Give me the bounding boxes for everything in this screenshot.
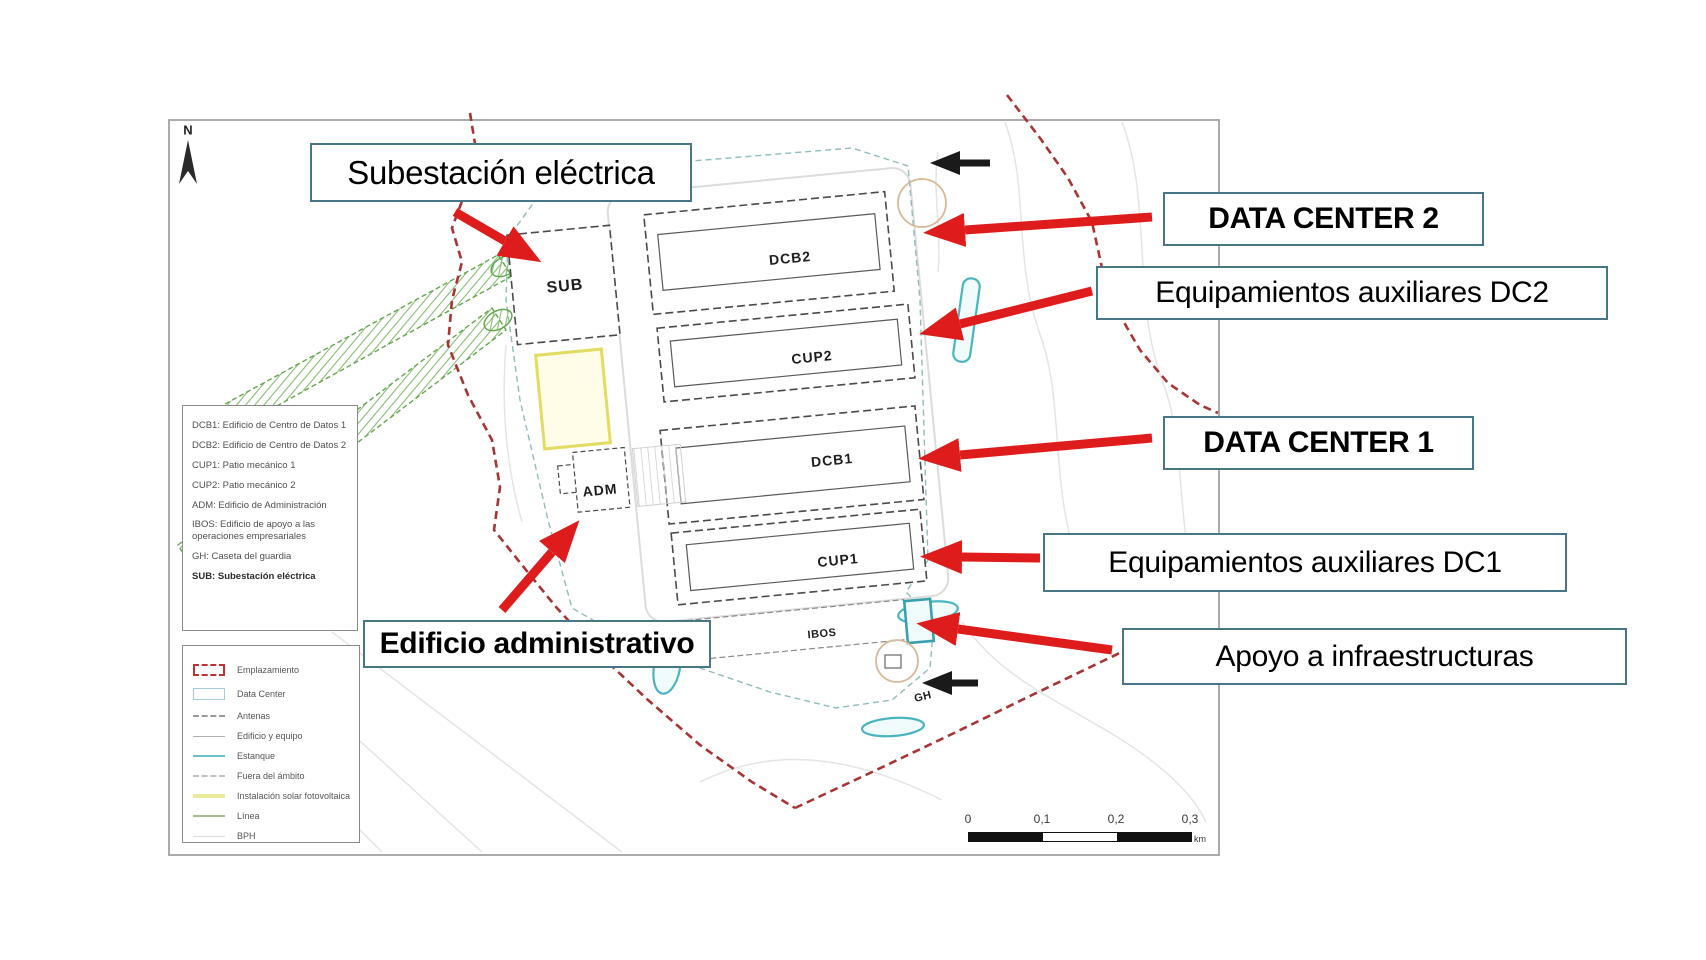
fuera-del-ambito-swatch-icon — [193, 775, 225, 777]
legend-label: Emplazamiento — [237, 665, 300, 675]
callout-arrows — [452, 208, 1153, 655]
buildings — [506, 190, 928, 669]
callout-substation: Subestación eléctrica — [310, 143, 692, 202]
scale-bar-segments — [968, 832, 1192, 842]
antenas-swatch-icon — [193, 715, 225, 717]
legend-row: Estanque — [193, 746, 353, 766]
legend-label: Edificio y equipo — [237, 731, 303, 741]
linea-swatch-icon — [193, 815, 225, 817]
solar-swatch-icon — [193, 794, 225, 798]
label-adm: ADM — [581, 480, 619, 500]
scale-segment — [1043, 833, 1117, 841]
arrow-substation — [452, 208, 542, 263]
legend-row: Fuera del ámbito — [193, 766, 353, 786]
abbrev-ibos: IBOS: Edificio de apoyo a las operacione… — [192, 519, 316, 542]
abbrev-cup2: CUP2: Patio mecánico 2 — [192, 479, 296, 491]
arrow-dc1 — [918, 433, 1153, 472]
solar-installation — [534, 347, 612, 451]
legend-row: Data Center — [193, 682, 353, 706]
callout-data-center-1: DATA CENTER 1 — [1163, 416, 1474, 470]
legend-label: Estanque — [237, 751, 276, 761]
legend-row: Emplazamiento — [193, 658, 353, 682]
bph-swatch-icon — [193, 835, 225, 837]
scale-segment — [1117, 833, 1191, 841]
edificio-swatch-icon — [193, 735, 225, 737]
legend-row: Instalación solar fotovoltaica — [193, 786, 353, 806]
legend-row: Edificio y equipo — [193, 726, 353, 746]
scale-unit: km — [1194, 834, 1206, 844]
abbreviations-legend: DCB1: Edificio de Centro de Datos 1 DCB2… — [182, 405, 358, 631]
estanque-swatch-icon — [193, 755, 225, 757]
arrow-support — [916, 612, 1113, 655]
callout-aux-dc1: Equipamientos auxiliares DC1 — [1043, 533, 1567, 592]
label-sub: SUB — [545, 276, 585, 297]
abbrev-sub: SUB: Subestación eléctrica — [192, 570, 316, 582]
scale-bar: 0 0,1 0,2 0,3 km — [950, 810, 1220, 848]
arrow-aux2 — [919, 286, 1094, 341]
entrance-arrows — [922, 151, 990, 695]
scale-tick: 0,1 — [1033, 812, 1051, 826]
scale-tick: 0,3 — [1181, 812, 1199, 826]
symbol-legend: Emplazamiento Data Center Antenas Edific… — [182, 645, 360, 843]
campus-outline — [505, 147, 935, 709]
roundabouts — [875, 178, 947, 683]
callout-aux-dc2: Equipamientos auxiliares DC2 — [1096, 266, 1608, 320]
legend-row: Antenas — [193, 706, 353, 726]
north-arrow-icon — [179, 140, 197, 184]
legend-row: Línea — [193, 806, 353, 826]
abbrev-adm: ADM: Edificio de Administración — [192, 499, 327, 511]
arrow-aux1 — [920, 540, 1041, 574]
abbrev-dcb1: DCB1: Edificio de Centro de Datos 1 — [192, 420, 347, 431]
abbrev-dcb2: DCB2: Edificio de Centro de Datos 2 — [192, 439, 347, 451]
legend-label: Antenas — [237, 711, 271, 721]
arrow-admin — [498, 520, 580, 613]
legend-label: Línea — [237, 811, 260, 821]
north-label: N — [183, 122, 193, 138]
arrow-dc2 — [923, 212, 1153, 247]
data-center-swatch-icon — [193, 688, 225, 700]
callout-admin-building: Edificio administrativo — [363, 620, 711, 668]
legend-label: Instalación solar fotovoltaica — [237, 791, 351, 801]
access-road — [606, 167, 950, 623]
legend-label: BPH — [237, 831, 256, 841]
legend-label: Fuera del ámbito — [237, 771, 305, 781]
emplazamiento-swatch-icon — [193, 664, 225, 676]
legend-label: Data Center — [237, 689, 286, 699]
legend-row: BPH — [193, 826, 353, 846]
scale-tick: 0 — [964, 812, 972, 826]
callout-infrastructure-support: Apoyo a infraestructuras — [1122, 628, 1627, 685]
abbrev-gh: GH: Caseta del guardia — [192, 550, 292, 562]
scale-tick: 0,2 — [1107, 812, 1125, 826]
scale-segment — [969, 833, 1043, 841]
callout-data-center-2: DATA CENTER 2 — [1163, 192, 1484, 246]
abbrev-cup1: CUP1: Patio mecánico 1 — [192, 459, 296, 471]
